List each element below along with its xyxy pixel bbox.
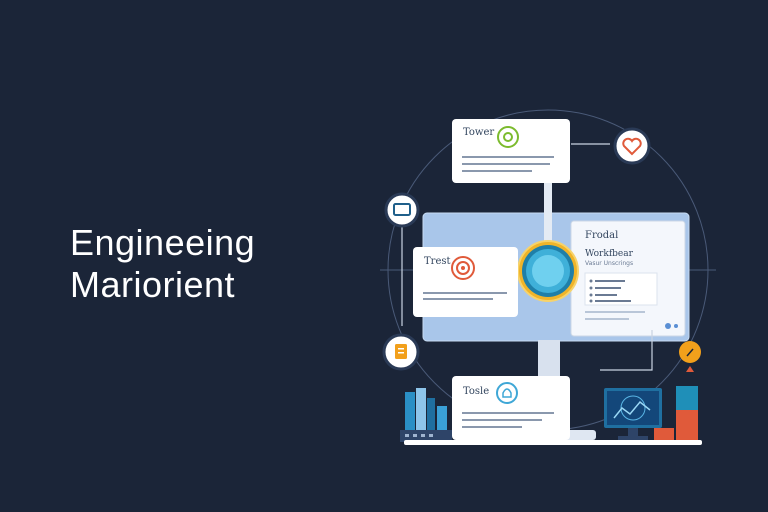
heart-icon [622,137,642,156]
window-icon [393,203,411,216]
hero-title: Engineeing Mariorient [70,222,255,306]
node-document[interactable] [382,333,420,371]
node-pin[interactable] [679,341,701,372]
card-bottom-title: Tosle [463,386,489,397]
lightbulb-icon [496,382,518,404]
central-ring [517,240,579,302]
gear-bulb-icon [497,126,519,148]
target-icon [451,256,475,280]
card-top-title: Tower [463,127,494,138]
card-middle-title: Trest [424,256,451,267]
baseline [404,440,702,445]
stacked-books [400,388,452,442]
stacked-boxes [654,386,698,440]
hero-title-line-1: Engineeing [70,222,256,263]
panel-caption: Vasur Unscrings [585,260,633,267]
info-panel: Frodal Workfbear Vasur Unscrings [570,220,686,337]
small-monitor [604,388,662,440]
panel-title: Frodal [585,230,618,241]
hero-title-line-2: Mariorient [70,264,236,305]
node-window[interactable] [384,192,420,228]
chart-icon [613,395,651,421]
card-bottom[interactable]: Tosle [452,376,570,440]
node-heart[interactable] [613,127,651,165]
panel-subtitle: Workfbear [585,249,634,259]
document-icon [395,344,407,359]
card-middle[interactable]: Trest [413,247,518,317]
pin-icon [686,348,694,357]
card-top[interactable]: Tower [452,119,570,183]
panel-list [589,279,631,303]
connectors [401,143,653,371]
